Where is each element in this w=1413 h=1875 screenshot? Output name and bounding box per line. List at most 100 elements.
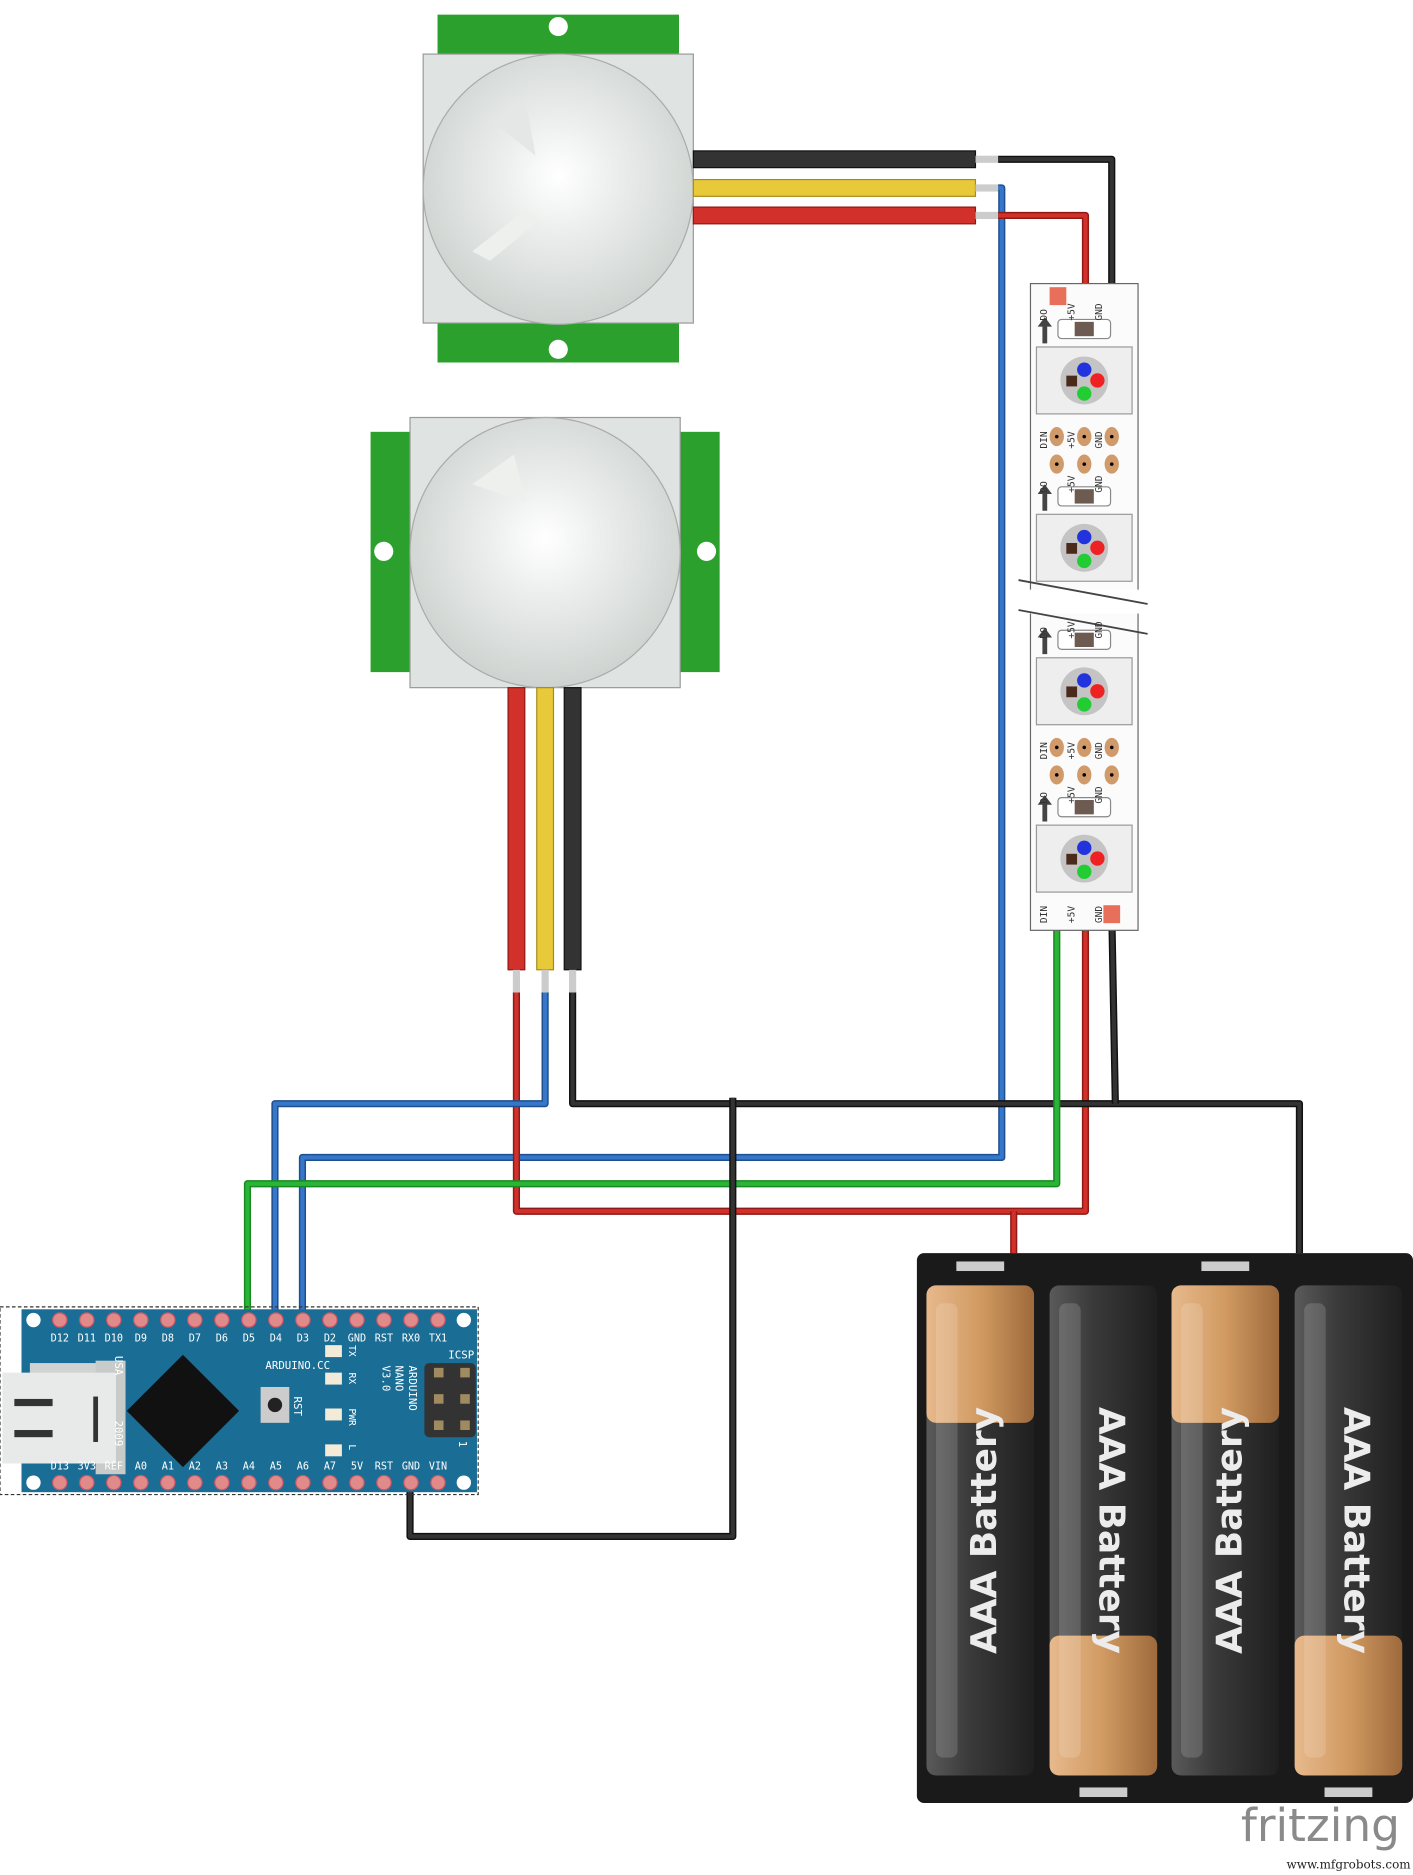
pin-label: D8 bbox=[162, 1334, 174, 1345]
pin-label: A3 bbox=[216, 1461, 228, 1472]
pad-hole bbox=[1109, 434, 1114, 439]
strip-label-gnd: GND bbox=[1094, 786, 1105, 803]
lead-tip bbox=[975, 184, 1000, 192]
strip-label-5v: +5V bbox=[1067, 303, 1078, 320]
strip-label-gnd: GND bbox=[1094, 621, 1105, 638]
icsp-pin bbox=[433, 1367, 444, 1378]
aaa-battery-4: AAA Battery bbox=[1294, 1285, 1403, 1798]
strip-label-5v: +5V bbox=[1067, 621, 1078, 638]
pin-d12 bbox=[52, 1312, 68, 1328]
wire-black bbox=[407, 1097, 735, 1539]
aaa-battery-2: AAA Battery bbox=[1049, 1285, 1158, 1798]
strip-label-gnd: GND bbox=[1094, 475, 1105, 492]
battery-label: AAA Battery bbox=[964, 1407, 1005, 1654]
lead-tip bbox=[541, 969, 549, 994]
fritzing-logo: fritzing bbox=[1241, 1799, 1400, 1852]
led-green bbox=[1077, 697, 1092, 712]
strip-label-din: DIN bbox=[1039, 431, 1050, 448]
icsp-pin bbox=[460, 1420, 470, 1431]
pir2-lead-black bbox=[563, 687, 582, 971]
pin-label: RST bbox=[375, 1334, 393, 1345]
pin-label: RST bbox=[375, 1461, 393, 1472]
icsp-label: ICSP bbox=[448, 1348, 474, 1361]
pin-d8 bbox=[160, 1312, 176, 1328]
pad-hole bbox=[1109, 745, 1114, 750]
pin-label: D9 bbox=[135, 1334, 147, 1345]
resistor bbox=[1074, 321, 1094, 337]
pin-d9 bbox=[133, 1312, 149, 1328]
battery-highlight bbox=[1059, 1303, 1081, 1758]
pin-label: 3V3 bbox=[78, 1461, 96, 1472]
pad-hole bbox=[1082, 745, 1087, 750]
pad-hole bbox=[1109, 462, 1114, 466]
pin-d13 bbox=[52, 1474, 68, 1491]
pin-label: A0 bbox=[135, 1461, 147, 1472]
pir1-lead-black bbox=[692, 150, 977, 169]
led-die bbox=[1066, 686, 1078, 698]
pin-rst bbox=[376, 1312, 392, 1328]
strip-label-gnd: GND bbox=[1094, 303, 1105, 320]
pir-dome bbox=[422, 53, 694, 325]
rst-label: RST bbox=[291, 1397, 304, 1417]
pin-label: VIN bbox=[429, 1461, 447, 1472]
pin-label: RX0 bbox=[402, 1334, 420, 1345]
model-line: NANO bbox=[393, 1365, 406, 1391]
pad-hole bbox=[1054, 434, 1059, 439]
arrow-up-icon bbox=[1037, 317, 1052, 344]
pin-a0 bbox=[133, 1474, 149, 1491]
battery-terminal bbox=[1079, 1787, 1128, 1798]
pin-label: D4 bbox=[270, 1334, 282, 1345]
pad-hole bbox=[1054, 462, 1059, 466]
pin-label: A1 bbox=[162, 1461, 174, 1472]
aaa-battery-1: AAA Battery bbox=[926, 1261, 1035, 1776]
pin-label: GND bbox=[402, 1461, 420, 1472]
pin-3v3 bbox=[79, 1474, 95, 1491]
arrow-up-icon bbox=[1037, 627, 1052, 655]
pin-label: A6 bbox=[297, 1461, 309, 1472]
led-red bbox=[1090, 851, 1105, 866]
pin-tx1 bbox=[430, 1312, 446, 1328]
watermark-site: www.mfgrobots.com bbox=[1287, 1858, 1411, 1872]
pin-label: D10 bbox=[105, 1334, 123, 1345]
strip-label-din: DIN bbox=[1039, 742, 1050, 759]
wire-black-outline bbox=[998, 155, 1116, 300]
pin-label: A2 bbox=[189, 1461, 201, 1472]
icsp-header bbox=[424, 1363, 476, 1438]
pin-a4 bbox=[241, 1474, 257, 1491]
pin-a1 bbox=[160, 1474, 176, 1491]
pin-vin bbox=[430, 1474, 446, 1491]
battery-highlight bbox=[1304, 1303, 1326, 1758]
battery-label: AAA Battery bbox=[1090, 1407, 1131, 1654]
pin-d11 bbox=[79, 1312, 95, 1328]
pin-label: GND bbox=[348, 1334, 366, 1345]
usa-label: USA bbox=[112, 1356, 125, 1376]
status-led-l bbox=[325, 1444, 342, 1457]
lead-tip bbox=[512, 969, 521, 994]
battery-label: AAA Battery bbox=[1335, 1407, 1376, 1654]
led-green bbox=[1077, 864, 1092, 879]
lead-tip bbox=[975, 155, 1000, 163]
pin-label: D2 bbox=[324, 1334, 336, 1345]
pin-gnd bbox=[349, 1312, 365, 1328]
pin-d4 bbox=[268, 1312, 284, 1328]
arrow-up-icon bbox=[1037, 795, 1052, 822]
icsp-pin bbox=[460, 1394, 470, 1404]
pin-d7 bbox=[187, 1312, 203, 1328]
model-line: V3.0 bbox=[380, 1365, 393, 1391]
pin-ref bbox=[106, 1474, 122, 1491]
pir2-lead-yellow bbox=[536, 687, 555, 971]
battery-highlight bbox=[936, 1303, 958, 1758]
status-led-label: PWR bbox=[346, 1409, 357, 1426]
pin-label: A7 bbox=[324, 1461, 336, 1472]
pad-hole bbox=[1082, 462, 1087, 466]
pin-a7 bbox=[322, 1474, 338, 1491]
pin-d3 bbox=[295, 1312, 311, 1328]
wire-green bbox=[245, 911, 1059, 1319]
status-led-pwr bbox=[325, 1408, 342, 1421]
pin-5v bbox=[349, 1474, 365, 1491]
battery-highlight bbox=[1181, 1303, 1203, 1758]
